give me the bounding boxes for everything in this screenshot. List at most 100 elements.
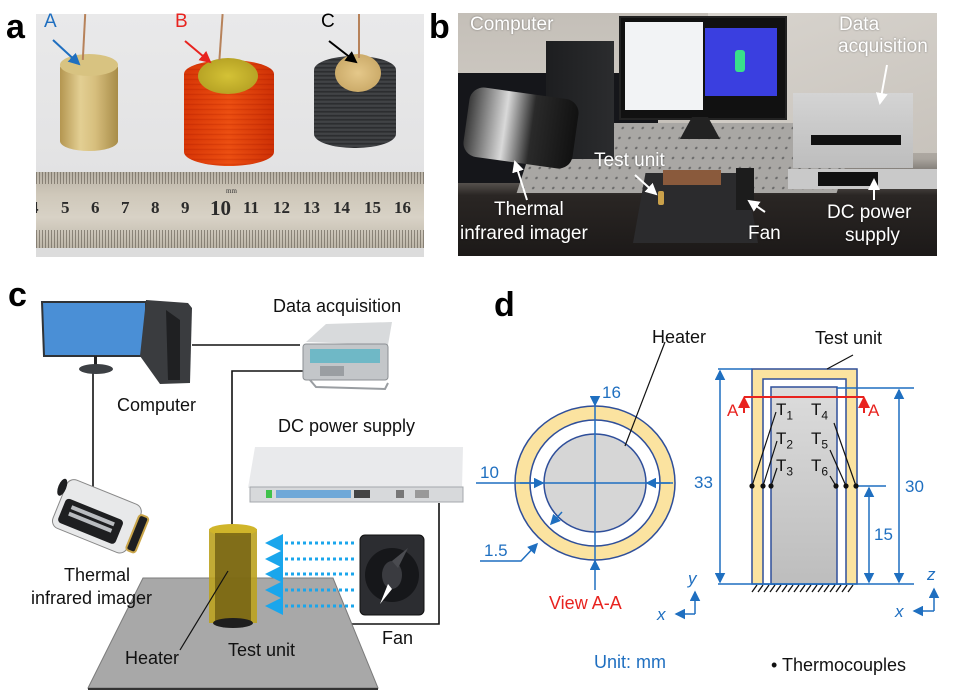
ruler-tick-label: 11 xyxy=(243,198,260,217)
axis-x-label-right: x xyxy=(894,602,904,621)
fan-device xyxy=(359,534,425,616)
ground-hatch xyxy=(751,584,854,593)
panel-b-photo xyxy=(458,13,937,256)
tc-letter: T xyxy=(811,400,822,419)
test-unit-cylinder xyxy=(209,524,257,628)
panel-b-letter: b xyxy=(429,8,450,46)
thermocouple-dot xyxy=(749,483,755,489)
dim-30-label: 30 xyxy=(905,477,924,496)
legend-label: Thermocouples xyxy=(782,655,907,675)
thermocouple-dot xyxy=(768,483,774,489)
ruler-tick-label: 9 xyxy=(181,198,190,217)
ruler-tick-label: 14 xyxy=(333,198,350,217)
ruler-tick-label: 15 xyxy=(364,198,381,217)
dim-15-label: 15 xyxy=(874,525,893,544)
sample-b-wire xyxy=(218,14,224,61)
heater-label: Heater xyxy=(652,327,707,347)
heater-core xyxy=(543,433,647,533)
ruler-unit: mm xyxy=(226,187,237,195)
panel-a-letter: a xyxy=(6,8,25,46)
sample-b-top xyxy=(198,58,258,94)
monitor-software xyxy=(625,22,703,110)
thermocouple-dot xyxy=(853,483,859,489)
ruler-numbers: 4 5 6 7 8 9 10 11 12 13 14 15 16 xyxy=(36,196,424,224)
fan-photo xyxy=(736,168,754,210)
sample-c-wire xyxy=(358,14,360,58)
dim-16-label: 16 xyxy=(602,383,621,402)
ruler-tick-label: 10 xyxy=(210,196,231,220)
ruler-tick-label: 5 xyxy=(61,198,70,217)
schematic-label-test-unit: Test unit xyxy=(228,640,296,660)
monitor-thermal-image xyxy=(705,28,777,96)
dim-33-label: 33 xyxy=(694,473,713,492)
schematic-label-dc-power-supply: DC power supply xyxy=(278,416,416,436)
schematic-label-computer: Computer xyxy=(117,395,197,415)
schematic-label-heater: Heater xyxy=(125,648,180,668)
thermal-imager-device xyxy=(51,478,150,554)
psu-display xyxy=(818,172,878,186)
copper-block xyxy=(663,170,721,185)
thermocouple-leaders xyxy=(751,411,857,487)
dim-1.5-leader xyxy=(480,542,539,562)
thermocouple-label-t4: T4 xyxy=(811,401,828,422)
axis-y-label: y xyxy=(687,569,698,588)
test-unit-photo xyxy=(658,191,664,205)
xz-axes xyxy=(912,587,940,617)
schematic-label-infrared-imager: infrared imager xyxy=(31,588,153,608)
outer-shell xyxy=(514,405,676,561)
sample-b-label: B xyxy=(175,11,188,32)
schematic-label-thermal: Thermal xyxy=(64,565,131,585)
thermocouple-label-t2: T2 xyxy=(776,430,793,451)
monitor xyxy=(619,16,787,120)
ruler-tick-label: 12 xyxy=(273,198,290,217)
tc-letter: T xyxy=(776,429,787,448)
schematic-label-fan: Fan xyxy=(382,628,414,648)
ruler-tick-label: 6 xyxy=(91,198,100,217)
photo-label-fan: Fan xyxy=(748,223,781,244)
photo-label-acquisition: acquisition xyxy=(838,36,928,57)
dim-10-label: 10 xyxy=(480,463,499,482)
ruler-tick-label: 8 xyxy=(151,198,160,217)
photo-label-test-unit: Test unit xyxy=(594,150,665,171)
heater-leader xyxy=(624,341,666,447)
tc-index: 6 xyxy=(821,464,829,479)
wire-daq-testunit xyxy=(231,370,303,528)
sample-c-label: C xyxy=(321,11,335,32)
panel-c-letter: c xyxy=(8,276,27,314)
thermocouple-dot xyxy=(833,483,839,489)
tc-index: 1 xyxy=(786,408,794,423)
dc-power-supply-unit xyxy=(248,447,464,503)
panel-d-letter: d xyxy=(494,286,515,324)
tc-index: 4 xyxy=(821,408,829,423)
ruler-tick-label: 13 xyxy=(303,198,320,217)
tc-letter: T xyxy=(811,456,822,475)
sample-c-top xyxy=(335,54,381,92)
thermocouples-legend: • Thermocouples xyxy=(771,656,906,675)
unit-label: Unit: mm xyxy=(594,652,666,672)
wire-psu-testunit xyxy=(250,503,440,625)
tc-index: 5 xyxy=(821,437,829,452)
photo-label-dc-power: DC power xyxy=(827,202,912,223)
thermocouple-label-t6: T6 xyxy=(811,457,828,478)
legend-bullet-icon: • xyxy=(771,655,778,675)
section-mark-left: A xyxy=(727,401,739,420)
data-acquisition-device xyxy=(302,322,392,391)
dim-1.5-label: 1.5 xyxy=(484,541,508,560)
tc-index: 3 xyxy=(786,464,794,479)
ruler-top-ticks xyxy=(36,172,424,184)
photo-label-infrared-imager: infrared imager xyxy=(460,223,588,244)
cross-section-view xyxy=(476,341,676,590)
daq-display xyxy=(811,135,901,145)
thermocouple-label-t5: T5 xyxy=(811,430,828,451)
axis-z-label: z xyxy=(926,565,936,584)
thermocouple-label-t3: T3 xyxy=(776,457,793,478)
schematic-label-data-acquisition: Data acquisition xyxy=(273,296,402,316)
thermocouple-dot xyxy=(760,483,766,489)
inner-air-gap xyxy=(529,419,661,547)
sample-a-label: A xyxy=(44,11,57,32)
xy-axes xyxy=(674,590,701,620)
test-unit-label: Test unit xyxy=(815,328,883,348)
thermocouple-dots xyxy=(749,483,859,489)
tc-letter: T xyxy=(776,456,787,475)
thermocouple-dot xyxy=(843,483,849,489)
